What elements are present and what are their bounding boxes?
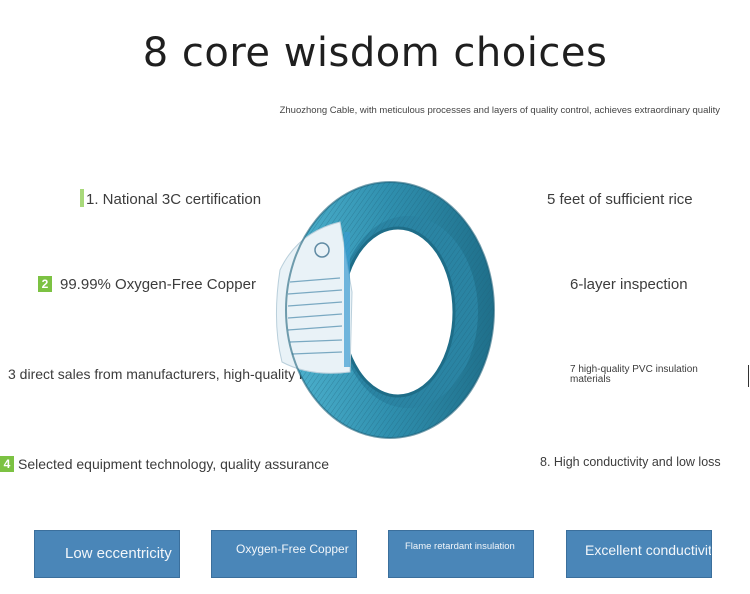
feature-item-7: 7 high-quality PVC insulation materials [570, 365, 720, 385]
feature-number-badge: 2 [38, 276, 52, 292]
flame-retardant-button[interactable]: Flame retardant insulation [388, 530, 534, 578]
feature-label: 6-layer inspection [570, 276, 688, 293]
feature-number-badge: 4 [0, 456, 14, 472]
feature-label: 3 direct sales from manufacturers, high-… [8, 366, 342, 382]
feature-label: 8. High conductivity and low loss [540, 455, 721, 469]
feature-label: 1. National 3C certification [86, 191, 262, 208]
divider [748, 365, 749, 387]
button-label: Flame retardant insulation [405, 541, 515, 552]
cable-coil-image [275, 181, 495, 439]
feature-item-1: 1. National 3C certification [80, 189, 261, 208]
feature-item-3: 3 direct sales from manufacturers, high-… [8, 366, 342, 382]
feature-marker [80, 189, 84, 207]
button-label: Excellent conductivity [585, 542, 712, 558]
feature-label: 7 high-quality PVC insulation materials [570, 364, 698, 385]
page-title: 8 core wisdom choices [142, 30, 608, 76]
low-eccentricity-button[interactable]: Low eccentricity [34, 530, 180, 578]
feature-item-6: 6-layer inspection [570, 276, 688, 293]
excellent-conductivity-button[interactable]: Excellent conductivity [566, 530, 712, 578]
feature-item-5: 5 feet of sufficient rice [547, 191, 693, 208]
oxygen-free-copper-button[interactable]: Oxygen-Free Copper [211, 530, 357, 578]
feature-item-8: 8. High conductivity and low loss [540, 455, 721, 469]
feature-label: Selected equipment technology, quality a… [18, 456, 330, 472]
button-label: Low eccentricity [65, 545, 172, 562]
page-subtitle: Zhuozhong Cable, with meticulous process… [279, 105, 720, 116]
feature-label: 99.99% Oxygen-Free Copper [60, 276, 256, 293]
button-label: Oxygen-Free Copper [236, 542, 349, 556]
feature-item-2: 2 99.99% Oxygen-Free Copper [38, 276, 256, 293]
feature-label: 5 feet of sufficient rice [547, 191, 693, 208]
